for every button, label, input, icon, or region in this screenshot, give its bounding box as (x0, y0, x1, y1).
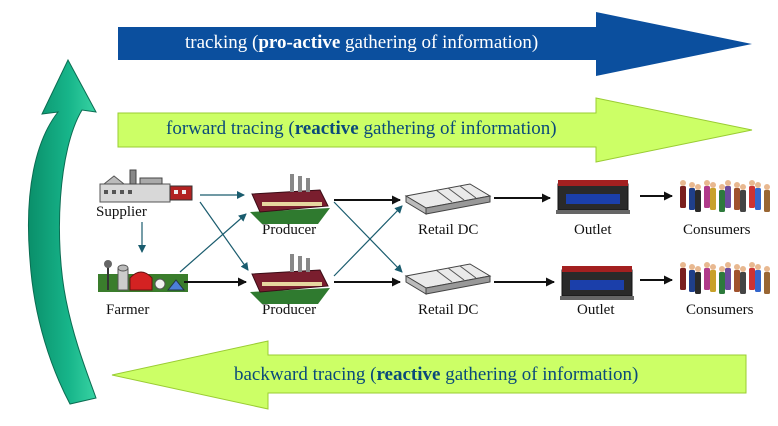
person-head (734, 182, 740, 188)
consumers-bottom-people-icon (680, 262, 770, 294)
person-head (689, 182, 695, 188)
flow-supplier-to-producer-bottom (199, 201, 249, 271)
person-head (719, 184, 725, 190)
person-body (695, 190, 701, 212)
loop-arrow (27, 58, 97, 405)
person-head (710, 264, 716, 270)
person-head (680, 262, 686, 268)
tracking-label: tracking (pro-active gathering of inform… (185, 32, 539, 53)
person-head (755, 264, 761, 270)
person-body (764, 272, 770, 294)
person-body (749, 186, 755, 208)
person-head (740, 266, 746, 272)
person-head (740, 184, 746, 190)
person-body (725, 268, 731, 290)
flow-producer-bottom-to-retail-top (333, 205, 403, 277)
person-body (719, 272, 725, 294)
person-body (689, 188, 695, 210)
person-head (725, 262, 731, 268)
outlet-top-store-icon (556, 180, 630, 214)
person-body (740, 272, 746, 294)
producer-top-label: Producer (262, 222, 317, 238)
person-head (704, 262, 710, 268)
forward-tracing-label: forward tracing (reactive gathering of i… (166, 118, 557, 139)
person-body (710, 270, 716, 292)
person-head (725, 180, 731, 186)
person-body (755, 270, 761, 292)
person-head (695, 184, 701, 190)
retail-dc-top-warehouse-icon (404, 183, 492, 215)
person-head (719, 266, 725, 272)
person-head (689, 264, 695, 270)
farmer-farm-icon (98, 260, 188, 292)
person-head (764, 266, 770, 272)
person-head (764, 184, 770, 190)
consumers-bottom-label: Consumers (686, 302, 754, 318)
person-head (680, 180, 686, 186)
person-body (680, 186, 686, 208)
person-head (710, 182, 716, 188)
person-body (704, 268, 710, 290)
producer-bottom-factory-icon (250, 254, 330, 304)
person-body (695, 272, 701, 294)
person-head (695, 266, 701, 272)
flow-producer-top-to-retail-bottom (333, 201, 403, 273)
retail-dc-bottom-warehouse-icon (404, 263, 492, 295)
flow-farmer-to-producer-top (179, 213, 247, 273)
person-body (704, 186, 710, 208)
person-body (680, 268, 686, 290)
producer-top-factory-icon (250, 174, 330, 224)
person-body (755, 188, 761, 210)
person-head (704, 180, 710, 186)
supplier-label: Supplier (96, 204, 147, 220)
outlet-bottom-store-icon (560, 266, 634, 300)
tracking-arrow (118, 12, 752, 76)
supplier-factory-icon (99, 169, 193, 203)
person-body (740, 190, 746, 212)
person-body (734, 270, 740, 292)
person-head (749, 180, 755, 186)
consumers-top-people-icon (680, 180, 770, 212)
consumers-top-label: Consumers (683, 222, 751, 238)
person-body (734, 188, 740, 210)
retail-dc-top-label: Retail DC (418, 222, 479, 238)
backward-tracing-arrow (111, 340, 747, 410)
person-head (755, 182, 761, 188)
outlet-bottom-label: Outlet (577, 302, 615, 318)
farmer-label: Farmer (106, 302, 150, 318)
person-body (719, 190, 725, 212)
person-body (749, 268, 755, 290)
person-body (764, 190, 770, 212)
retail-dc-bottom-label: Retail DC (418, 302, 479, 318)
outlet-top-label: Outlet (574, 222, 612, 238)
backward-tracing-label: backward tracing (reactive gathering of … (234, 364, 639, 385)
forward-tracing-arrow (117, 97, 753, 163)
person-head (749, 262, 755, 268)
person-body (689, 270, 695, 292)
person-head (734, 264, 740, 270)
producer-bottom-label: Producer (262, 302, 317, 318)
person-body (710, 188, 716, 210)
person-body (725, 186, 731, 208)
